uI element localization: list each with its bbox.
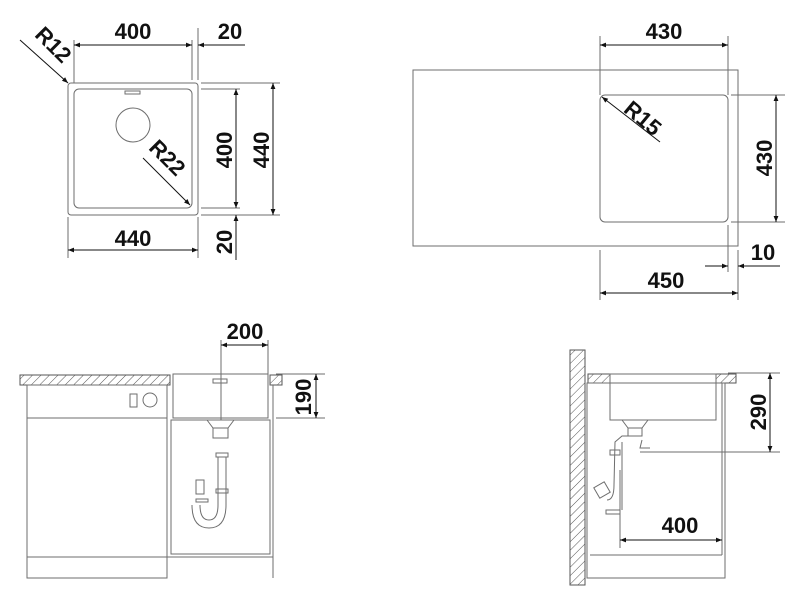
dim-cutout-width: 450 [648,268,685,293]
dim-rim-bottom: 20 [212,230,237,254]
front-installation-view: 200 190 [19,319,325,579]
worktop-cutout-view: 430 R15 430 450 10 [412,19,785,300]
dim-inner-width: 400 [115,19,152,44]
dim-radius: R15 [619,96,666,141]
dim-bowl-width: 430 [646,19,683,44]
dim-rim-top: 20 [218,19,242,44]
dim-drain-offset: 200 [227,319,264,344]
sink-top-view: 400 20 R12 R22 400 440 440 20 [19,19,280,260]
drain-trap-side [593,419,650,515]
side-installation-view: 290 400 [569,349,780,586]
dim-inner-height: 400 [212,132,237,169]
dim-outer-height: 440 [249,132,274,169]
dim-offset: 10 [751,240,775,265]
overflow-slot [124,90,141,95]
dim-depth-to-outlet: 290 [746,394,771,431]
drain-hole [115,107,151,143]
dim-radius-outer: R12 [30,22,76,68]
dim-depth: 190 [291,379,316,416]
sink-bowl-side [609,373,717,421]
dim-outer-width: 440 [115,226,152,251]
dim-radius-inner: R22 [144,135,190,181]
dim-cabinet-width: 400 [662,513,699,538]
dishwasher-control [129,393,138,408]
drain-trap [191,419,235,529]
dishwasher-knob [142,392,158,408]
dim-bowl-height: 430 [752,140,777,177]
